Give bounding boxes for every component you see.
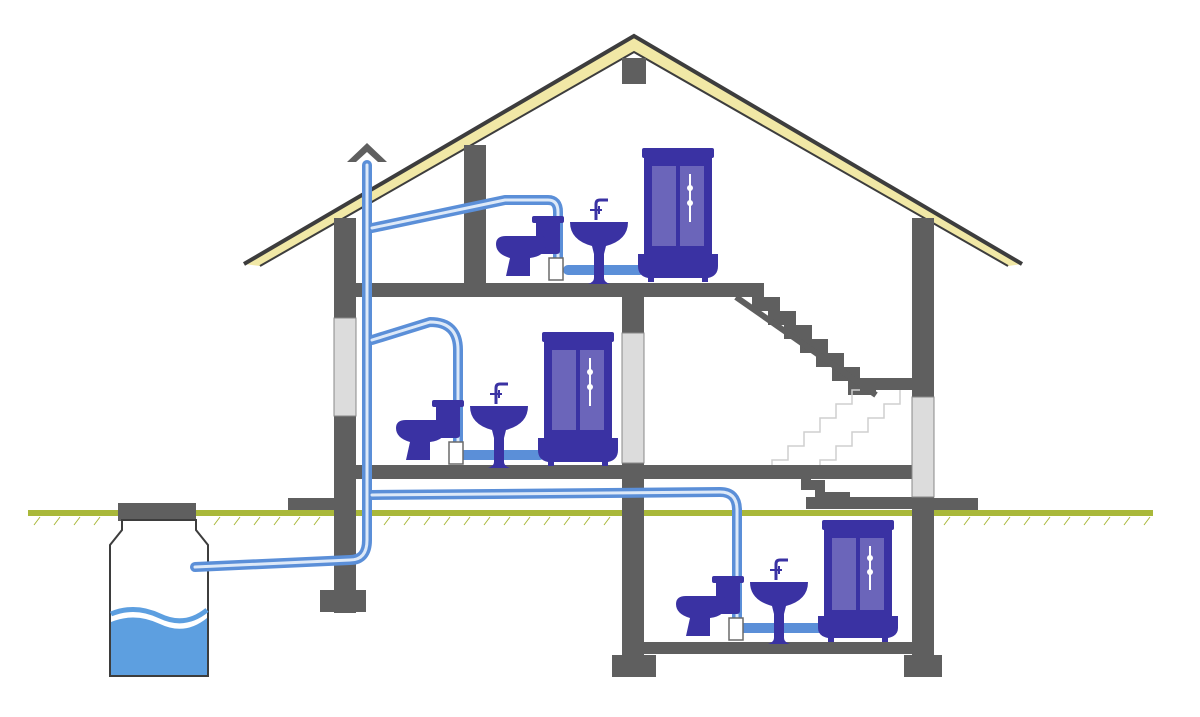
roof [242, 33, 1024, 283]
toilet-flange [548, 257, 564, 281]
washbasin-icon [750, 558, 808, 644]
toilet-flange [728, 617, 744, 641]
fixture-set-second-floor [496, 148, 718, 284]
washbasin-icon [570, 198, 628, 284]
shower-cabin-icon [638, 148, 718, 282]
drain-pipes [190, 160, 825, 633]
ground [28, 510, 1153, 526]
fixture-set-first-floor [396, 332, 618, 468]
windows [333, 317, 935, 498]
toilet-flange [448, 441, 464, 465]
staircase [734, 283, 912, 502]
fixture-set-basement [676, 520, 898, 644]
arrow-up-icon [347, 143, 387, 162]
toilet-icon [396, 400, 464, 460]
tank-water [111, 617, 207, 675]
septic-tank [109, 503, 209, 677]
toilet-icon [496, 216, 564, 276]
washbasin-icon [470, 382, 528, 468]
toilet-icon [676, 576, 744, 636]
shower-cabin-icon [818, 520, 898, 642]
shower-cabin-icon [538, 332, 618, 466]
